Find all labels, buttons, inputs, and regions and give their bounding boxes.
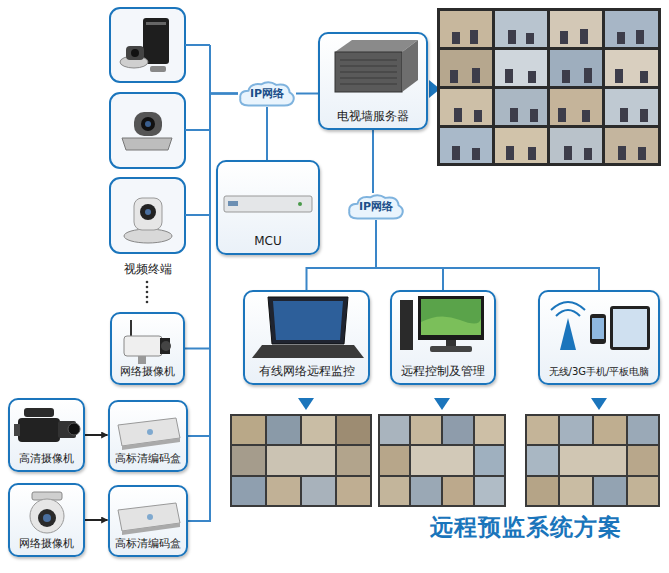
network-camera-icon: [124, 320, 171, 364]
desktop-icon: [400, 296, 484, 352]
connector-line: [376, 220, 443, 290]
node-label: IP网络: [250, 87, 284, 100]
node-label: 远程控制及管理: [401, 364, 485, 378]
wall-arrow: [429, 80, 440, 98]
camera-box: 网络摄像机: [110, 312, 185, 385]
node-label: 高清摄像机: [19, 452, 74, 465]
connector-line: [266, 107, 268, 160]
camera-box: 网络摄像机: [8, 483, 85, 557]
ellipsis-dots: [146, 281, 149, 304]
node-label: 电视墙服务器: [337, 109, 409, 123]
terminal-box: [110, 178, 185, 253]
encoder-box-icon: [118, 418, 180, 450]
mobile-devices-icon: [551, 302, 650, 350]
video-wall: [437, 8, 661, 166]
node-label: 有线网络远程监控: [259, 364, 355, 378]
network-cloud: IP网络: [238, 80, 296, 107]
client-box: 无线/3G手机/平板电脑: [538, 290, 660, 385]
server-icon: [335, 40, 418, 92]
monitor-grid: [230, 414, 660, 507]
server-box: 电视墙服务器: [318, 32, 428, 130]
node-label: 网络摄像机: [120, 365, 175, 378]
connector-line: [376, 220, 599, 290]
down-arrow: [298, 398, 607, 410]
connector-line: [188, 94, 239, 522]
terminal-box: [110, 8, 185, 82]
connector-line: [85, 434, 108, 436]
connector-line: [188, 94, 239, 437]
node-label: IP网络: [359, 200, 393, 213]
node-label: MCU: [254, 234, 282, 248]
node-label: 高标清编码盒: [115, 537, 181, 550]
connector-line: [372, 130, 374, 193]
connector-line: [85, 519, 108, 521]
network-cloud: IP网络: [347, 193, 405, 220]
node-label: 网络摄像机: [19, 537, 74, 550]
free-label: 视频终端: [112, 261, 184, 278]
encoder-box-icon: [118, 503, 180, 535]
client-box: 有线网络远程监控: [243, 290, 370, 385]
mcu-device-icon: [224, 196, 312, 212]
dome-camera-icon: [30, 492, 64, 533]
node-label: 高标清编码盒: [115, 452, 181, 465]
mcu-box: MCU: [216, 160, 320, 255]
node-label: 无线/3G手机/平板电脑: [549, 366, 650, 378]
client-box: 远程控制及管理: [390, 290, 496, 385]
camcorder-icon: [14, 408, 80, 442]
encoder-box: 高标清编码盒: [108, 485, 188, 557]
bus-wire: [185, 45, 210, 215]
terminal-box: [110, 93, 185, 168]
connector-line: [296, 93, 318, 95]
laptop-icon: [252, 297, 364, 358]
diagram-title: 远程预监系统方案: [430, 512, 622, 543]
encoder-box: 高标清编码盒: [108, 400, 188, 472]
camera-box: 高清摄像机: [8, 398, 85, 472]
